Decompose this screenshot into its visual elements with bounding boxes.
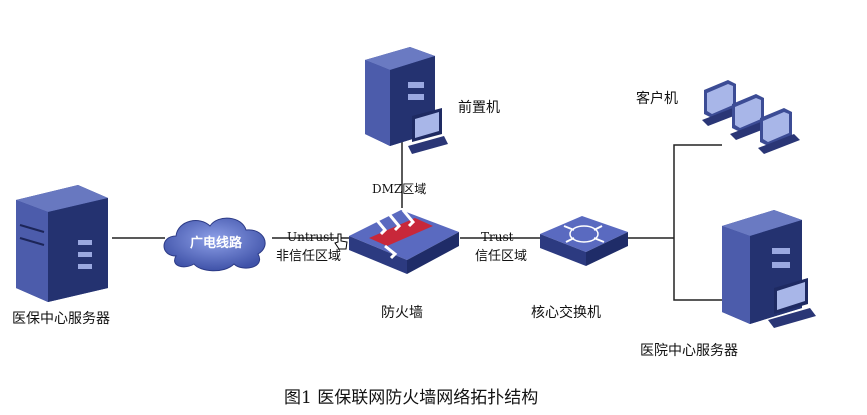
- cloud-label: 广电线路: [190, 236, 243, 251]
- dmz-label: DMZ区域: [372, 182, 427, 196]
- left-server-label: 医保中心服务器: [12, 311, 110, 327]
- hospital-server-label: 医院中心服务器: [640, 343, 738, 359]
- switch-label: 核心交换机: [531, 305, 601, 321]
- trust-label-en: Trust: [481, 230, 514, 244]
- switch-icon: [540, 216, 628, 266]
- server-icon-left: [16, 185, 108, 302]
- untrust-label-cn: 非信任区域: [276, 249, 342, 264]
- firewall-icon: [349, 209, 459, 274]
- clients-icon: [702, 80, 800, 154]
- clients-label: 客户机: [636, 91, 678, 107]
- cloud-icon: [163, 217, 266, 272]
- figure-caption: 图1 医保联网防火墙网络拓扑结构: [284, 388, 539, 408]
- untrust-label-en: Untrust: [287, 230, 335, 244]
- firewall-label: 防火墙: [381, 305, 423, 321]
- hospital-server-icon: [722, 210, 816, 328]
- trust-label-cn: 信任区域: [475, 249, 528, 264]
- front-server-label: 前置机: [458, 100, 500, 116]
- hand-cursor-icon: [334, 233, 348, 250]
- front-server-icon: [365, 47, 448, 154]
